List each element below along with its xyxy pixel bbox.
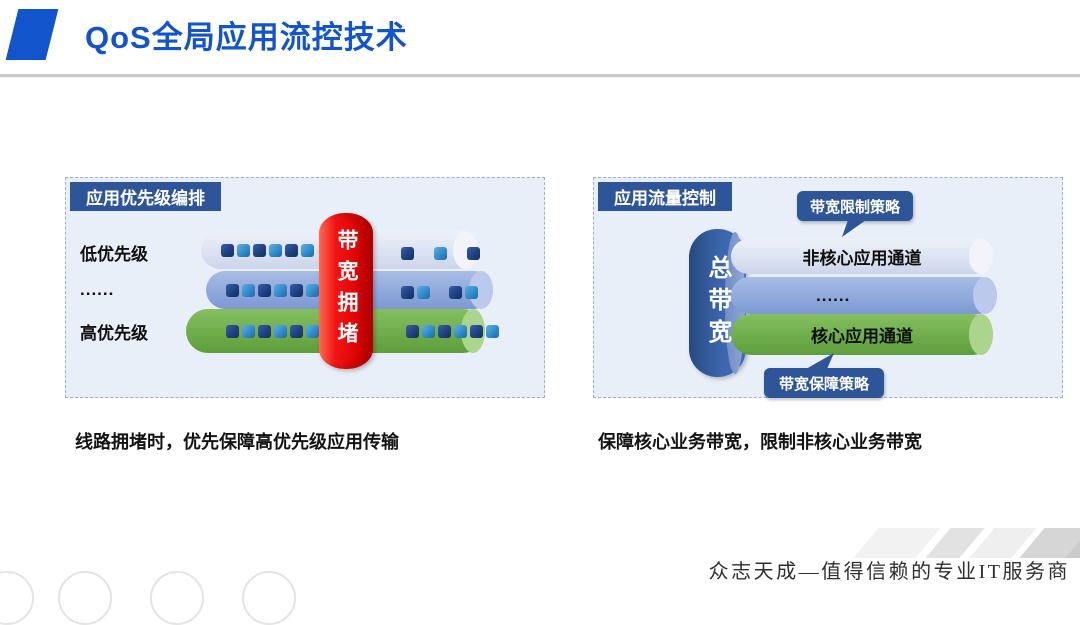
core-channel-pipe: 核心应用通道 bbox=[731, 314, 993, 355]
other-channel-label: ...... bbox=[816, 285, 851, 305]
bandwidth-limit-policy-callout: 带宽限制策略 bbox=[797, 191, 913, 221]
footer-circle-decoration bbox=[0, 571, 34, 625]
congestion-label: 带宽拥堵 bbox=[335, 229, 358, 353]
core-channel-label: 核心应用通道 bbox=[811, 327, 913, 346]
priority-panel: 应用优先级编排 低优先级 ...... 高优先级 带宽拥堵 bbox=[65, 177, 545, 398]
non-core-channel-pipe: 非核心应用通道 bbox=[731, 239, 993, 274]
row-label-ellipsis: ...... bbox=[80, 280, 115, 299]
callout-tail bbox=[806, 353, 834, 369]
priority-panel-header: 应用优先级编排 bbox=[70, 182, 221, 211]
callout-tail bbox=[842, 220, 866, 237]
row-label-high-priority: 高优先级 bbox=[80, 324, 148, 343]
footer-circle-decoration bbox=[150, 571, 204, 625]
total-bandwidth-label: 总带宽 bbox=[704, 255, 731, 351]
packet-dots bbox=[221, 244, 314, 257]
flow-control-caption: 保障核心业务带宽，限制非核心业务带宽 bbox=[598, 432, 922, 452]
footer-circle-decoration bbox=[58, 571, 112, 625]
packet-dots bbox=[401, 286, 478, 299]
non-core-channel-label: 非核心应用通道 bbox=[802, 249, 922, 268]
priority-caption: 线路拥堵时，优先保障高优先级应用传输 bbox=[75, 432, 399, 452]
bandwidth-guarantee-policy-callout: 带宽保障策略 bbox=[764, 368, 884, 398]
other-channel-pipe: ...... bbox=[731, 277, 997, 314]
title-accent-shape bbox=[5, 9, 59, 60]
flow-control-panel: 应用流量控制 带宽限制策略 总带宽 非核心应用通道 ...... 核心应用通道 … bbox=[593, 177, 1063, 398]
bandwidth-congestion-ribbon: 带宽拥堵 bbox=[319, 213, 373, 369]
title-divider bbox=[0, 74, 1080, 78]
footer-slogan: 众志天成—值得信赖的专业IT服务商 bbox=[708, 561, 1070, 583]
flow-control-panel-header: 应用流量控制 bbox=[598, 182, 732, 211]
packet-dots bbox=[401, 247, 480, 260]
row-label-low-priority: 低优先级 bbox=[80, 245, 148, 264]
page-title: QoS全局应用流控技术 bbox=[85, 20, 408, 55]
packet-dots bbox=[226, 325, 319, 338]
packet-dots bbox=[226, 284, 319, 297]
footer-circle-decoration bbox=[242, 571, 296, 625]
packet-dots bbox=[406, 325, 499, 338]
